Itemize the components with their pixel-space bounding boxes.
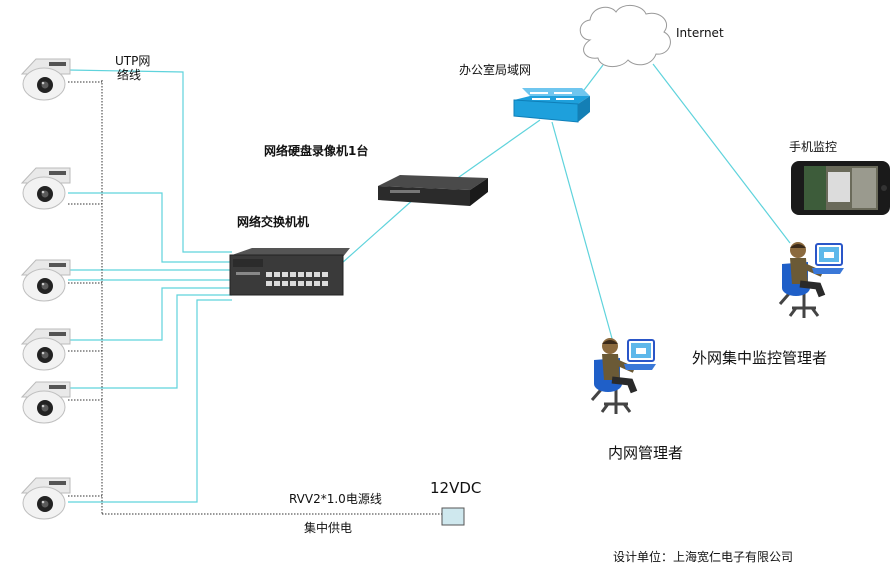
- cable-nvr-hub: [451, 119, 541, 183]
- cable-cam1: [67, 69, 232, 253]
- dome-camera-icon: [21, 58, 71, 101]
- nvr-recorder-icon: [378, 175, 488, 206]
- cable-cam2: [68, 192, 232, 263]
- external-manager-label: 外网集中监控管理者: [692, 349, 828, 367]
- dome-camera-icon: [21, 259, 71, 302]
- utp-label-line2: 络线: [117, 68, 142, 82]
- dome-camera-icon: [21, 328, 71, 371]
- network-switch-icon: [229, 248, 350, 296]
- central-power-label: 集中供电: [304, 521, 353, 535]
- power-supply-icon: [441, 507, 465, 526]
- designer-label: 设计单位：上海宽仁电子有限公司: [613, 550, 794, 564]
- smartphone-icon: [791, 161, 890, 215]
- network-cables: [67, 63, 791, 503]
- internet-label: Internet: [676, 26, 724, 40]
- power-cables: [68, 80, 442, 515]
- cable-cloud-external: [652, 63, 791, 244]
- power-voltage-label: 12VDC: [430, 479, 482, 497]
- cable-hub-internal: [551, 121, 614, 343]
- office-lan-label: 办公室局域网: [459, 63, 532, 77]
- cable-cam5: [68, 294, 232, 389]
- power-cable-label: RVV2*1.0电源线: [289, 492, 382, 506]
- phone-monitor-label: 手机监控: [789, 140, 838, 154]
- nvr-label: 网络硬盘录像机1台: [264, 144, 369, 158]
- cable-cam6: [68, 299, 232, 503]
- manager-at-computer-icon: [780, 242, 844, 318]
- dome-camera-icon: [21, 477, 71, 520]
- switch-label: 网络交换机机: [237, 215, 310, 229]
- manager-at-computer-icon: [592, 338, 656, 414]
- utp-label-line1: UTP网: [115, 54, 151, 68]
- internet-cloud-icon: [579, 5, 671, 67]
- cable-switch-nvr: [341, 197, 416, 264]
- internal-manager-label: 内网管理者: [608, 444, 684, 462]
- lan-hub-icon: [513, 88, 590, 123]
- dome-camera-icon: [21, 381, 71, 424]
- dome-camera-icon: [21, 167, 71, 210]
- cable-cam4: [68, 287, 232, 341]
